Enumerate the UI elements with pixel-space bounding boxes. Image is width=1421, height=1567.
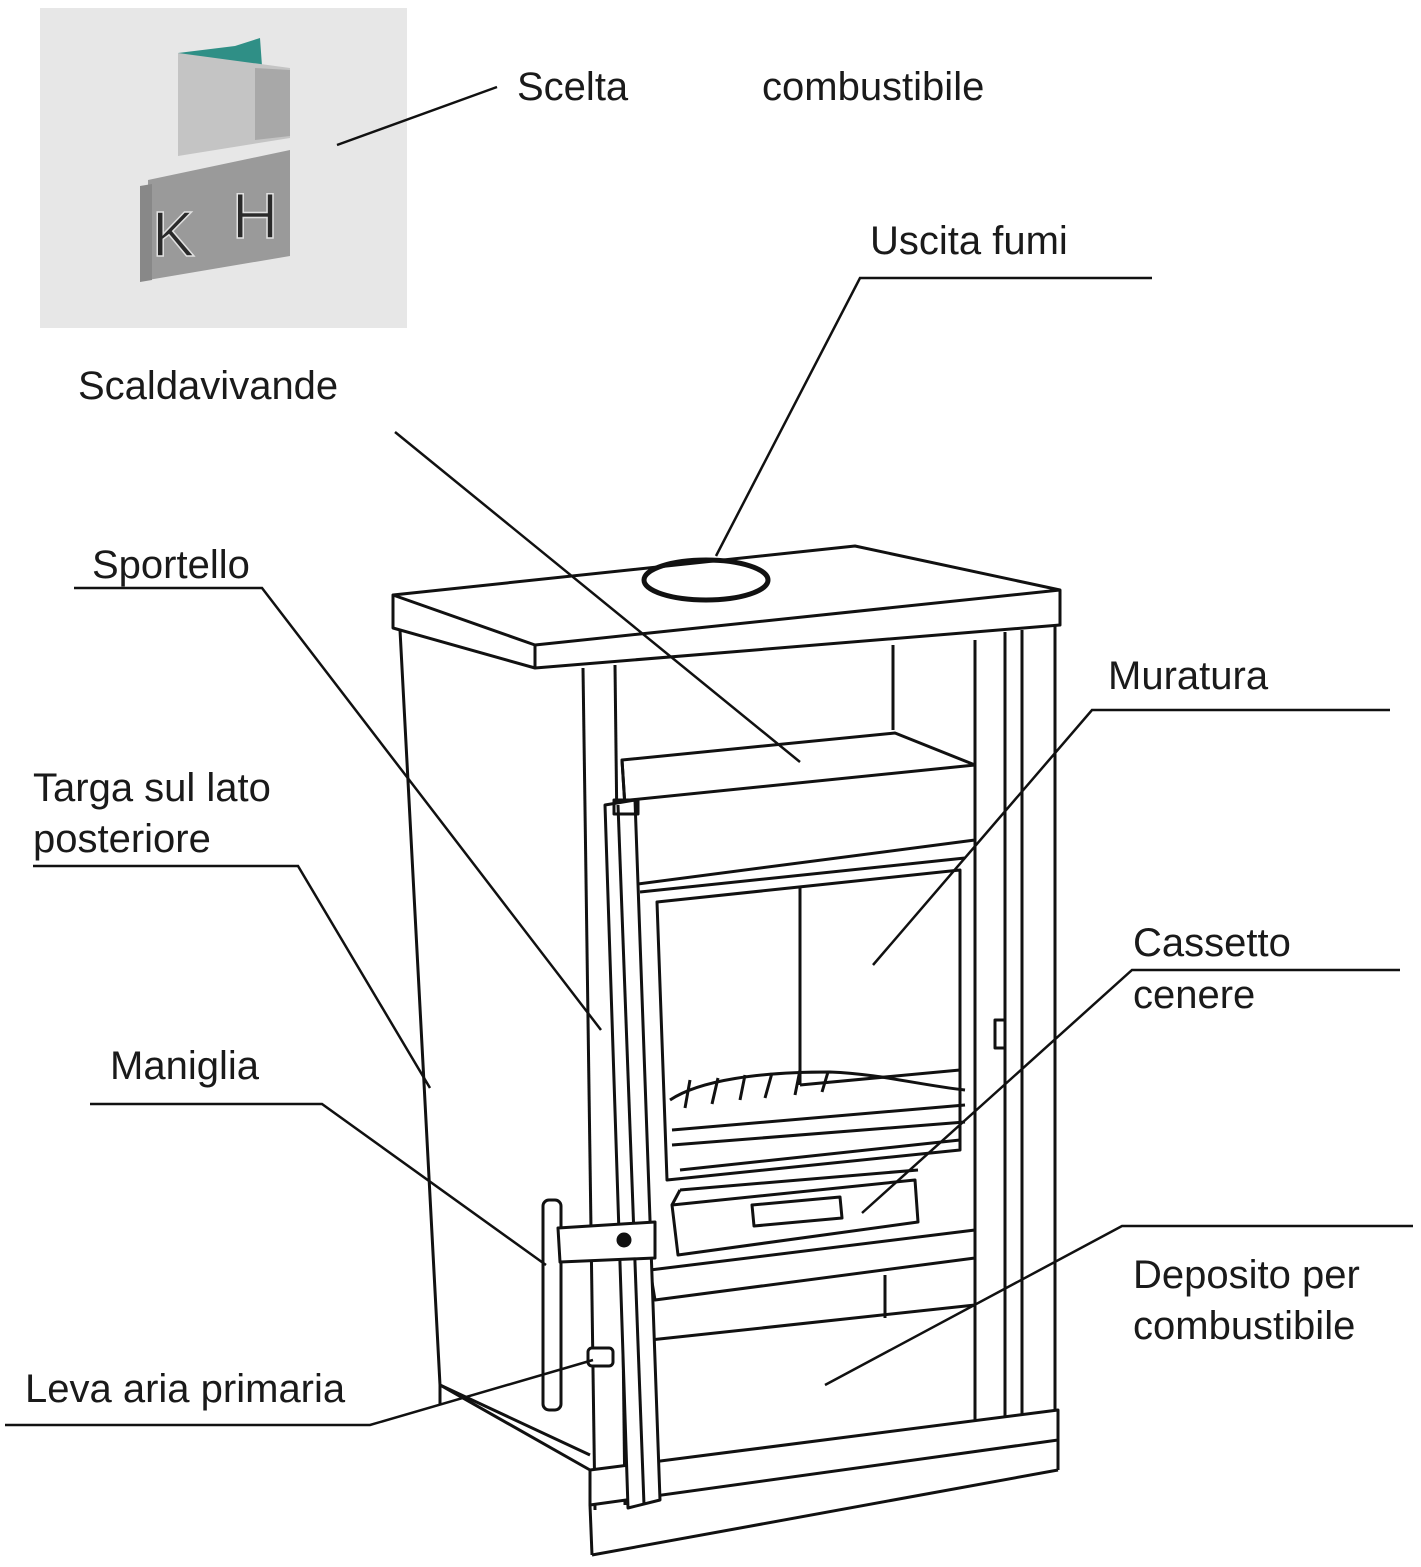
leader-scaldavivande	[394, 431, 801, 763]
fuel-selector-inset: K H	[40, 8, 407, 328]
leader-sportello	[74, 586, 602, 1031]
label-muratura: Muratura	[1108, 654, 1269, 698]
label-cassetto-line2: cenere	[1133, 973, 1256, 1017]
leader-scelta	[336, 85, 498, 147]
label-cassetto-line1: Cassetto	[1133, 921, 1291, 965]
label-sportello: Sportello	[92, 543, 250, 587]
stove-body	[391, 544, 1062, 1557]
label-targa-line2: posteriore	[33, 817, 211, 861]
selector-plate	[148, 150, 290, 280]
selector-letter-h: H	[232, 180, 278, 252]
label-deposito-line2: combustibile	[1133, 1304, 1356, 1348]
label-maniglia: Maniglia	[110, 1044, 259, 1088]
selector-plate-edge	[140, 184, 152, 282]
label-scaldavivande: Scaldavivande	[78, 364, 339, 408]
label-deposito-line1: Deposito per	[1133, 1253, 1360, 1297]
label-leva: Leva aria primaria	[25, 1367, 346, 1411]
leader-lines	[5, 85, 1413, 1427]
label-uscita-fumi: Uscita fumi	[870, 219, 1068, 263]
leader-deposito	[824, 1224, 1413, 1387]
leader-muratura	[872, 708, 1390, 966]
label-targa-line1: Targa sul lato	[33, 766, 271, 810]
leader-cassetto	[861, 968, 1400, 1214]
fuel-selector-drawing: K H	[140, 38, 290, 282]
label-scelta: Scelta	[517, 65, 629, 109]
leader-uscita-fumi	[714, 276, 1152, 557]
selector-flap-side	[255, 68, 290, 140]
leader-leva	[5, 1358, 594, 1427]
leader-maniglia	[90, 1102, 547, 1267]
selector-letter-k: K	[152, 198, 195, 270]
leader-targa	[33, 864, 432, 1089]
label-combustibile-top: combustibile	[762, 65, 985, 109]
